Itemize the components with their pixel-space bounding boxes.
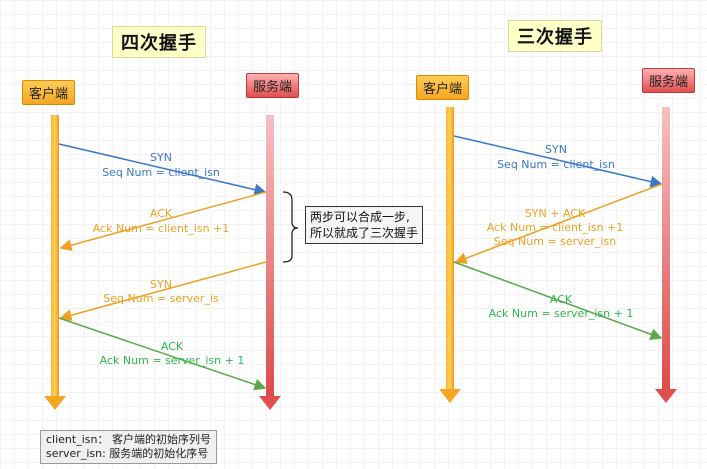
three-way-msg3-line2: Ack Num = server_isn + 1 [489, 307, 634, 320]
four-way-ack2-arrow [58, 317, 267, 391]
four-way-msg2-line2: Ack Num = client_isn +1 [93, 222, 230, 235]
three-way-title: 三次握手 [508, 20, 602, 52]
three-way-syn-arrow [453, 135, 663, 188]
three-way-msg1-line1: SYN [545, 143, 567, 156]
four-way-msg3-line2: Seq Num = server_is [103, 292, 219, 305]
four-way-syn2-arrow [59, 261, 267, 322]
merge-note-line2: 所以就成了三次握手 [310, 226, 419, 240]
merge-brace [282, 191, 299, 263]
three-way-msg2-line1: SYN + ACK [525, 207, 586, 220]
four-way-msg1-line2: Seq Num = client_isn [102, 166, 220, 179]
four-way-client-lifeline [44, 115, 66, 410]
four-way-msg1-line1: SYN [150, 151, 172, 164]
three-way-msg2-line3: Seq Num = server_isn [494, 235, 616, 248]
three-way-server-label: 服务端 [642, 68, 696, 93]
four-way-server-label: 服务端 [246, 73, 300, 98]
three-way-ack-arrow [453, 261, 663, 341]
legend-box: client_isn： 客户端的初始序列号 server_isn: 服务端的初始… [40, 430, 217, 464]
three-way-client-label: 客户端 [416, 75, 470, 100]
merge-note-line1: 两步可以合成一步, [310, 210, 410, 224]
four-way-msg4-line2: Ack Num = server_isn + 1 [100, 354, 245, 367]
three-way-client-lifeline [439, 107, 461, 403]
four-way-syn-arrow [58, 143, 267, 196]
three-way-msg3-line1: ACK [550, 293, 573, 306]
three-way-synack-arrow [454, 183, 663, 264]
three-way-msg1-line2: Seq Num = client_isn [497, 158, 615, 171]
four-way-msg3-line1: SYN [150, 278, 172, 291]
four-way-ack-arrow [59, 191, 267, 252]
merge-note: 两步可以合成一步, 所以就成了三次握手 [305, 206, 423, 244]
legend-client-isn: client_isn： 客户端的初始序列号 [46, 433, 211, 446]
four-way-msg2-line1: ACK [150, 207, 173, 220]
three-way-msg2-line2: Ack Num = client_isn +1 [487, 221, 624, 234]
three-way-server-lifeline [655, 107, 677, 403]
legend-server-isn: server_isn: 服务端的初始化序号 [46, 447, 209, 460]
four-way-msg4-line1: ACK [161, 340, 184, 353]
four-way-server-lifeline [259, 115, 281, 410]
four-way-client-label: 客户端 [22, 80, 76, 105]
four-way-title: 四次握手 [112, 26, 206, 58]
